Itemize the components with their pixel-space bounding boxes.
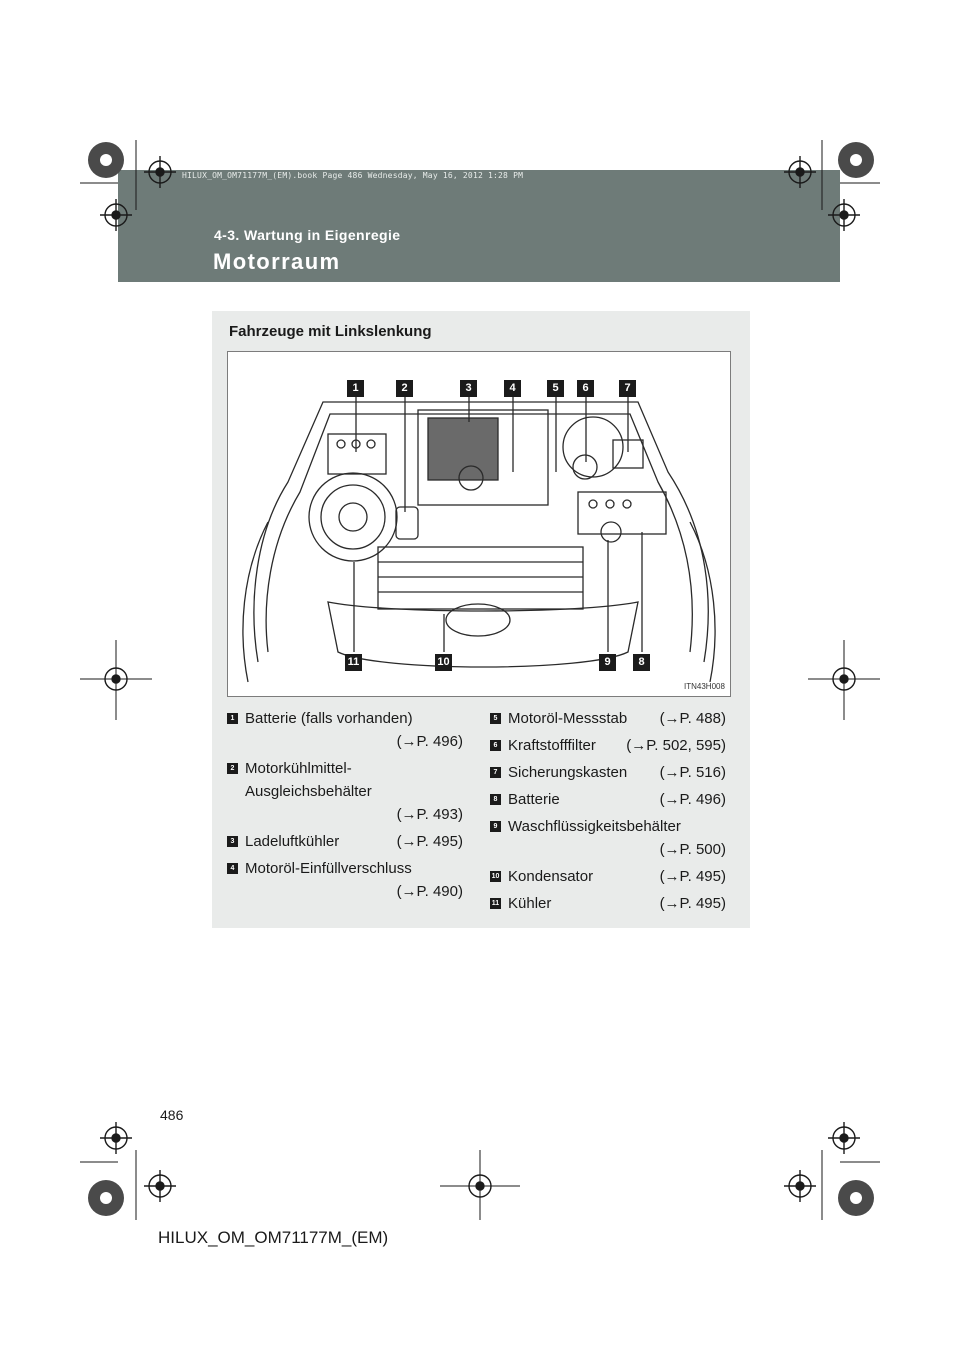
callout-7: 7: [619, 380, 636, 397]
figure-code: ITN43H008: [684, 682, 725, 691]
starburst-mark-icon: [88, 142, 874, 1216]
legend-label: Batterie (falls vorhanden): [245, 710, 413, 727]
legend-number-badge: 11: [490, 898, 501, 909]
legend-number-badge: 6: [490, 740, 501, 751]
legend-number-badge: 9: [490, 821, 501, 832]
legend-page-ref: (→P. 493): [396, 806, 463, 823]
legend-item: 9 Waschflüssigkeitsbehälter (→P. 500): [490, 815, 726, 861]
legend-page-ref: (→P. 488): [659, 710, 726, 727]
legend-number-badge: 10: [490, 871, 501, 882]
legend-label: Batterie: [508, 791, 560, 808]
legend-page-ref: (→P. 496): [396, 733, 463, 750]
legend-item: 7 Sicherungskasten (→P. 516): [490, 761, 726, 784]
legend-page-ref: (→P. 495): [659, 895, 726, 912]
legend-label: Motoröl-Messstab: [508, 710, 628, 727]
legend-right: 5 Motoröl-Messstab (→P. 488) 6 Kraftstofffil…: [490, 707, 726, 919]
callout-1: 1: [347, 380, 364, 397]
legend-label: Kühler: [508, 895, 552, 912]
legend-item: 4 Motoröl-Einfüllverschluss (→P. 490): [227, 857, 463, 903]
callout-4: 4: [504, 380, 521, 397]
print-info-line: HILUX_OM_OM71177M_(EM).book Page 486 Wed…: [182, 171, 524, 180]
legend-page-ref: (→P. 500): [659, 841, 726, 858]
callout-3: 3: [460, 380, 477, 397]
legend-item: 10 Kondensator (→P. 495): [490, 865, 726, 888]
legend-page-ref: (→P. 490): [396, 883, 463, 900]
legend-label: Kondensator: [508, 868, 594, 885]
callout-10: 10: [435, 654, 452, 671]
legend-label: Ladeluftkühler: [245, 833, 340, 850]
legend-label: Kraftstofffilter: [508, 737, 596, 754]
legend-item: 11 Kühler (→P. 495): [490, 892, 726, 915]
legend-label: Sicherungskasten: [508, 764, 628, 781]
header-band: [118, 170, 840, 282]
footer-doc-id: HILUX_OM_OM71177M_(EM): [158, 1228, 389, 1247]
engine-bay-figure: ITN43H008 1 2 3 4 5 6 7 8 9 10 11: [227, 351, 731, 697]
legend-number-badge: 8: [490, 794, 501, 805]
legend-label: Waschflüssigkeitsbehälter: [508, 818, 681, 835]
legend-number-badge: 1: [227, 713, 238, 724]
panel-subtitle: Fahrzeuge mit Linkslenkung: [229, 323, 432, 340]
callout-8: 8: [633, 654, 650, 671]
legend-number-badge: 2: [227, 763, 238, 774]
legend-page-ref: (→P. 516): [659, 764, 726, 781]
legend-page-ref: (→P. 502, 595): [626, 737, 726, 754]
legend-label: Motoröl-Einfüllverschluss: [245, 860, 412, 877]
callout-5: 5: [547, 380, 564, 397]
legend-item: 6 Kraftstofffilter (→P. 502, 595): [490, 734, 726, 757]
legend-item: 2 Motorkühlmittel- Ausgleichsbehälter (→P.…: [227, 757, 463, 826]
legend-item: 1 Batterie (falls vorhanden) (→P. 496): [227, 707, 463, 753]
legend-number-badge: 5: [490, 713, 501, 724]
engine-bay-illustration: [242, 388, 716, 683]
callout-6: 6: [577, 380, 594, 397]
legend-page-ref: (→P. 495): [396, 833, 463, 850]
callout-2: 2: [396, 380, 413, 397]
legend-label: Motorkühlmittel- Ausgleichsbehälter: [245, 760, 372, 800]
legend-page-ref: (→P. 495): [659, 868, 726, 885]
legend-item: 3 Ladeluftkühler (→P. 495): [227, 830, 463, 853]
legend-number-badge: 3: [227, 836, 238, 847]
legend-item: 8 Batterie (→P. 496): [490, 788, 726, 811]
callout-9: 9: [599, 654, 616, 671]
registration-mark-icon: [100, 156, 860, 1202]
callout-11: 11: [345, 654, 362, 671]
section-heading: 4-3. Wartung in Eigenregie: [214, 227, 401, 243]
page-number: 486: [160, 1107, 184, 1123]
legend-item: 5 Motoröl-Messstab (→P. 488): [490, 707, 726, 730]
page-title: Motorraum: [213, 249, 341, 274]
legend-number-badge: 4: [227, 863, 238, 874]
legend-number-badge: 7: [490, 767, 501, 778]
legend-page-ref: (→P. 496): [659, 791, 726, 808]
